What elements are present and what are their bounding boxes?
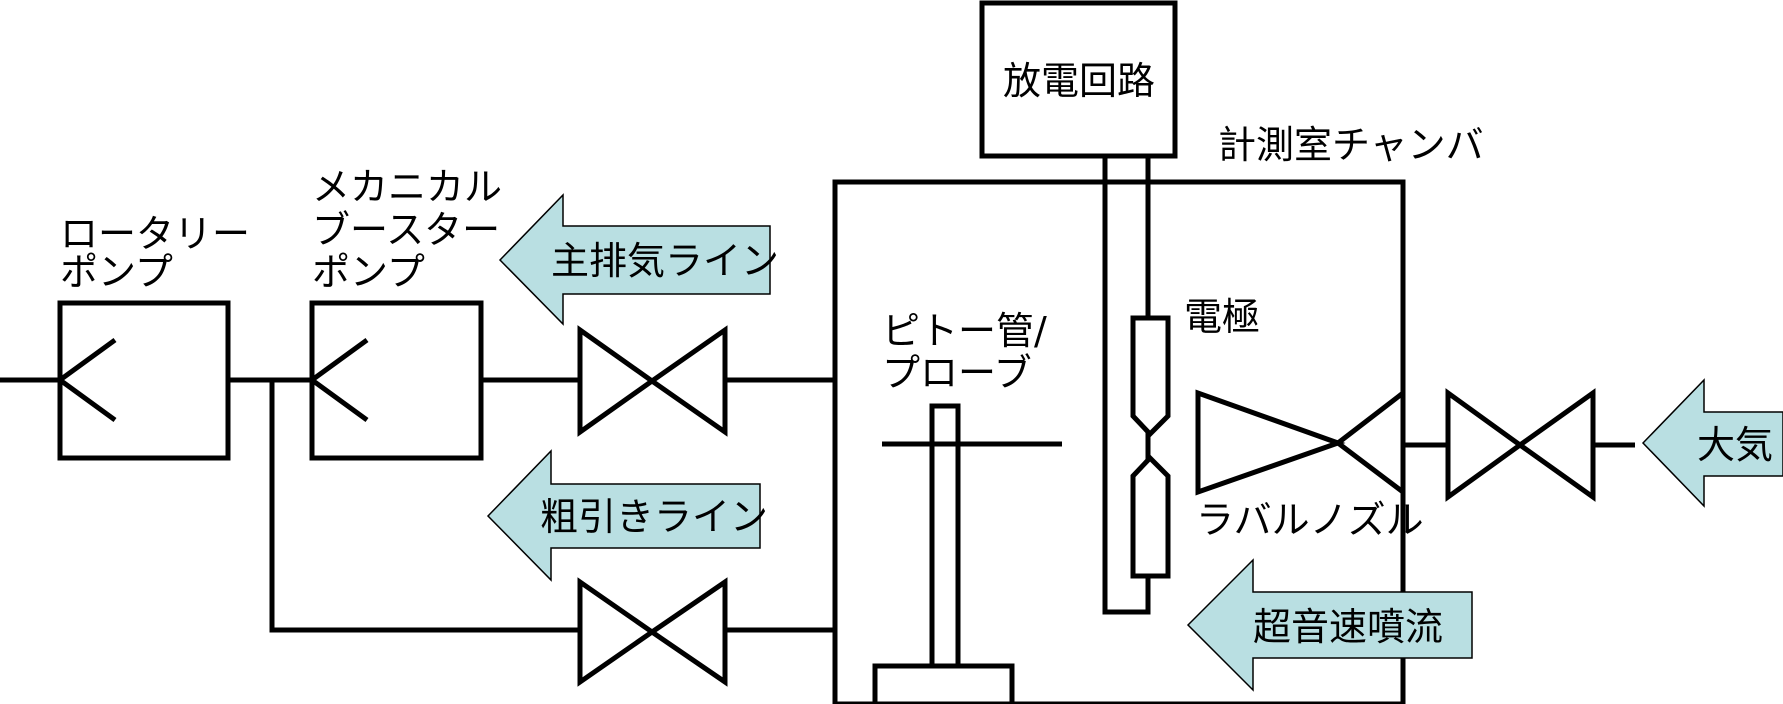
- rough-line-pipe: [269, 380, 580, 633]
- main-valve-left: [577, 325, 657, 437]
- booster-pump-label-line3: ポンプ: [312, 250, 425, 294]
- measurement-chamber-box: [832, 179, 1406, 704]
- atmosphere-label: 大気: [1697, 423, 1773, 467]
- main-valve-right: [647, 325, 728, 437]
- rough-line-label: 粗引きライン: [540, 495, 768, 539]
- booster-pump-label-line2: ブースター: [312, 208, 500, 252]
- rotary-pump-box: [57, 300, 231, 461]
- pitot-probe-label-line2: プローブ: [882, 351, 1032, 395]
- rough-line-valve: [577, 577, 728, 687]
- rough-valve-left: [577, 577, 657, 687]
- laval-nozzle: [1195, 389, 1346, 496]
- booster-pump-box: [309, 300, 484, 461]
- upper-electrode: [1130, 315, 1171, 438]
- rotary-pump: [55, 300, 231, 461]
- main-exhaust-valve: [577, 325, 728, 437]
- inlet-valve-right: [1515, 388, 1596, 502]
- rough-line-arrow: [486, 449, 761, 582]
- atmosphere-arrow: [1641, 378, 1783, 508]
- atmosphere-inlet-valve: [1445, 388, 1596, 502]
- pitot-tube: [929, 403, 961, 666]
- supersonic-jet-label: 超音速噴流: [1253, 605, 1443, 649]
- booster-pump-symbol: [307, 337, 369, 423]
- measurement-chamber-label: 計測室チャンバ: [1218, 123, 1484, 167]
- lower-electrode: [1130, 454, 1171, 579]
- laval-nozzle-label: ラバルノズル: [1196, 498, 1424, 542]
- main-exhaust-line-label: 主排気ライン: [551, 239, 779, 283]
- supersonic-jet-arrow: [1186, 558, 1473, 692]
- main-exhaust-arrow: [498, 193, 771, 326]
- discharge-circuit-box: [979, 0, 1178, 159]
- mechanical-booster-pump: [307, 300, 484, 461]
- electrode-label: 電極: [1184, 295, 1260, 339]
- pitot-probe-label-line1: ピトー管/: [882, 309, 1047, 353]
- piping: [0, 377, 1635, 633]
- rough-valve-right: [647, 577, 728, 687]
- probe-base: [872, 663, 1015, 704]
- laval-nozzle-exit: [1333, 391, 1405, 494]
- booster-pump-label-line1: メカニカル: [312, 165, 502, 209]
- rotary-pump-label-line2: ポンプ: [60, 250, 173, 294]
- rotary-pump-label-line1: ロータリー: [60, 212, 250, 256]
- inlet-valve-left: [1445, 388, 1525, 502]
- rotary-pump-symbol: [55, 337, 117, 423]
- discharge-circuit-label: 放電回路: [1003, 59, 1155, 103]
